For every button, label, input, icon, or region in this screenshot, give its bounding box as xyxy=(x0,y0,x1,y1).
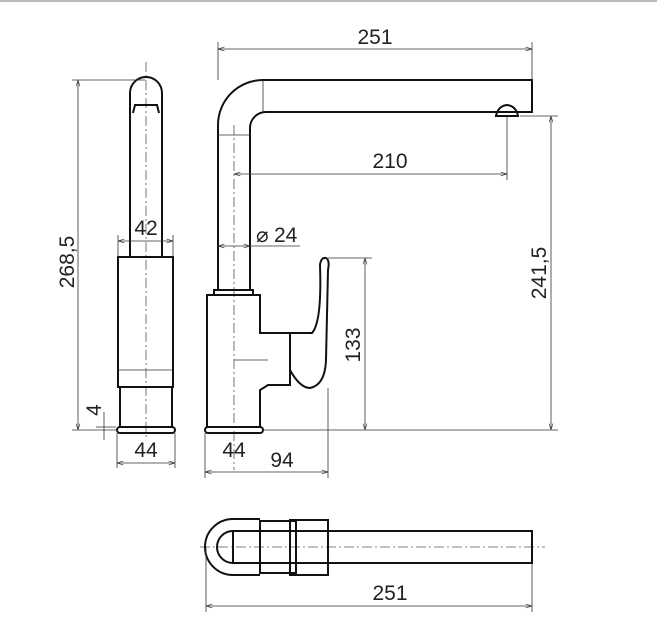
dim-side-depth: 94 xyxy=(270,449,294,472)
diameter-symbol: ⌀ xyxy=(256,224,269,247)
side-body xyxy=(206,294,291,428)
top-view: 251 xyxy=(200,518,545,612)
top-body xyxy=(259,520,297,574)
side-base xyxy=(204,426,264,434)
dim-lever-height: 133 xyxy=(342,327,365,362)
top-lever xyxy=(289,519,329,576)
dim-base-gap: 4 xyxy=(83,404,106,416)
front-view: 268,5 42 4 44 xyxy=(56,62,176,468)
side-spout xyxy=(217,79,533,290)
dim-spout-length: 251 xyxy=(357,26,392,49)
dim-pipe-width: 42 xyxy=(134,217,157,240)
dim-spout-reach: 210 xyxy=(372,150,407,173)
front-nozzle xyxy=(132,104,160,114)
dim-pipe-diameter: 24 xyxy=(274,224,298,247)
side-view: 251 210 ⌀ 24 241,5 133 44 94 xyxy=(204,26,558,478)
top-base-inner xyxy=(216,530,234,564)
dim-side-base-width: 44 xyxy=(222,439,246,462)
dim-top-length: 251 xyxy=(372,582,407,605)
front-body xyxy=(117,256,174,388)
dim-front-base-width: 44 xyxy=(134,439,158,462)
top-spout xyxy=(232,530,533,564)
aerator xyxy=(494,103,520,117)
top-base-outer xyxy=(204,518,260,576)
lever-handle xyxy=(289,256,330,390)
dim-spout-height: 241,5 xyxy=(528,247,551,300)
front-spout xyxy=(129,76,163,257)
dim-total-height: 268,5 xyxy=(56,236,79,289)
